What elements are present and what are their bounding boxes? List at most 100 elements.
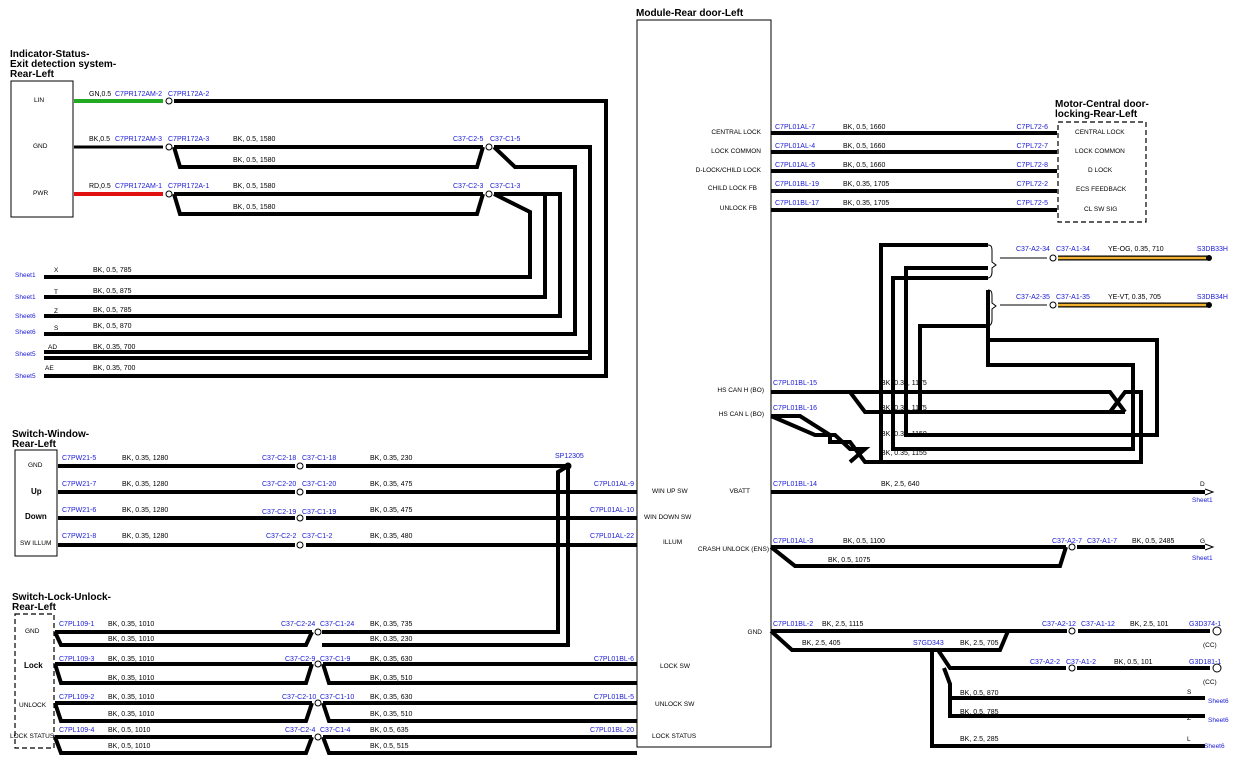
gnd-ref-sheet-0[interactable]: Sheet6	[1208, 698, 1229, 705]
gnd-con-1: C7PR172AM-3	[115, 136, 162, 143]
can-ext-w-1: YE-VT, 0.35, 705	[1108, 294, 1161, 301]
win-c1-2: C7PW21-6	[62, 507, 96, 514]
lock-c2-2: C37-C2-10	[282, 694, 316, 701]
can-h-con: C7PL01BL-15	[773, 380, 817, 387]
module-pin-lock-status: LOCK STATUS	[652, 733, 697, 740]
vbatt-tag: D	[1200, 481, 1205, 488]
sheet-ref-ae[interactable]: Sheet5	[15, 373, 36, 380]
sheet-ref-t[interactable]: Sheet1	[15, 294, 36, 301]
sheet-ref-z[interactable]: Sheet6	[15, 313, 36, 320]
gnd-w4: BK, 2.5, 705	[960, 640, 999, 647]
sheet-wire-s: BK, 0.5, 870	[93, 323, 132, 330]
crash-tag: G	[1200, 538, 1205, 545]
win-w1-3: BK, 0.35, 1280	[122, 533, 168, 540]
motor-w-1: BK, 0.5, 1660	[843, 143, 886, 150]
sheet-ref-ad[interactable]: Sheet5	[15, 351, 36, 358]
module-pin-central-lock: CENTRAL LOCK	[711, 129, 761, 136]
module-pin-vbatt: VBATT	[730, 488, 750, 495]
switch-lock-title-1: Switch-Lock-Unlock-	[12, 592, 111, 603]
motor-box	[1057, 121, 1147, 223]
motor-c2-4: C7PL72-5	[1016, 200, 1048, 207]
pwr-con-4: C37-C1-3	[490, 183, 520, 190]
lock-w2-0: BK, 0.35, 735	[370, 621, 413, 628]
sheet-ref-x[interactable]: Sheet1	[15, 272, 36, 279]
gnd-ref-tag-1: Z	[1187, 715, 1191, 722]
vbatt-sheet[interactable]: Sheet1	[1192, 497, 1213, 504]
sheet-wire-z: BK, 0.5, 785	[93, 307, 132, 314]
win-c1-3: C7PW21-8	[62, 533, 96, 540]
crash-wiring	[769, 543, 1215, 568]
win-c4-2: C7PL01AL-10	[590, 507, 634, 514]
sl-pin-gnd: GND	[25, 628, 40, 635]
gnd-ref-sheet-2[interactable]: Sheet6	[1204, 743, 1225, 750]
motor-w-4: BK, 0.35, 1705	[843, 200, 889, 207]
win-c2-0: C37-C2-18	[262, 455, 296, 462]
indicator-pin-gnd: GND	[33, 143, 48, 150]
lock-c2-3: C37-C2-4	[285, 727, 315, 734]
gnd-wire-b	[172, 146, 485, 169]
motor-c2-2: C7PL72-8	[1016, 162, 1048, 169]
can-ext-c2-0: C37-A1-34	[1056, 246, 1090, 253]
indicator-title-2: Exit detection system-	[10, 59, 116, 70]
win-w2-1: BK, 0.35, 475	[370, 481, 413, 488]
pwr-w2: BK, 0.5, 1580	[233, 204, 276, 211]
sl-pin-lock: Lock	[24, 661, 43, 670]
indicator-pin-pwr: PWR	[33, 190, 48, 197]
motor-pin-cl-sw-sig: CL SW SIG	[1084, 206, 1117, 213]
win-w1-0: BK, 0.35, 1280	[122, 455, 168, 462]
win-c3-2: C37-C1-19	[302, 509, 336, 516]
win-c4-3: C7PL01AL-22	[590, 533, 634, 540]
lock-w1b-2: BK, 0.35, 1010	[108, 711, 154, 718]
gnd-g1: G3D374-1	[1189, 621, 1221, 628]
win-c3-1: C37-C1-20	[302, 481, 336, 488]
motor-pin-d-lock: D LOCK	[1088, 167, 1113, 174]
lock-w1-3: BK, 0.5, 1010	[108, 727, 151, 734]
win-c3-3: C37-C1-2	[302, 533, 332, 540]
gnd-ref-tag-0: S	[1187, 689, 1192, 696]
module-pin-win-up: WIN UP SW	[652, 488, 688, 495]
lock-w1b-3: BK, 0.5, 1010	[108, 743, 151, 750]
lock-c1-0: C7PL109-1	[59, 621, 95, 628]
module-pin-can-h: HS CAN H (BO)	[717, 387, 764, 394]
lock-w2b-1: BK, 0.35, 510	[370, 675, 413, 682]
motor-title-1: Motor-Central door-	[1055, 99, 1149, 110]
sheet-ref-s[interactable]: Sheet6	[15, 329, 36, 336]
motor-w-0: BK, 0.5, 1660	[843, 124, 886, 131]
gnd-w5: BK, 0.5, 101	[1114, 659, 1153, 666]
vbatt-wiring	[771, 488, 1215, 496]
vbatt-con: C7PL01BL-14	[773, 481, 817, 488]
crash-c2: C37-A2-7	[1052, 538, 1082, 545]
gnd-w3: BK, 2.5, 405	[802, 640, 841, 647]
gnd-ref-sheet-1[interactable]: Sheet6	[1208, 717, 1229, 724]
lock-c4-3: C7PL01BL-20	[590, 727, 634, 734]
lock-w1-0: BK, 0.35, 1010	[108, 621, 154, 628]
ground-symbol-1	[1212, 626, 1222, 636]
can-ext-w-0: YE-OG, 0.35, 710	[1108, 246, 1164, 253]
sheet-refs-left: Sheet1 X BK, 0.5, 785 Sheet1 T BK, 0.5, …	[15, 267, 136, 380]
indicator-title-1: Indicator-Status-	[10, 49, 89, 60]
motor-c1-0: C7PL01AL-7	[775, 124, 815, 131]
gnd-cc1: (CC)	[1203, 642, 1217, 649]
gnd-ref-w-0: BK, 0.5, 870	[960, 690, 999, 697]
sheet-wire-ae: BK, 0.35, 700	[93, 365, 136, 372]
lock-w1-2: BK, 0.35, 1010	[108, 694, 154, 701]
sheet-wire-t: BK, 0.5, 875	[93, 288, 132, 295]
gnd-con-5: C37-A1-2	[1066, 659, 1096, 666]
module-pin-dlock-child: D-LOCK/CHILD LOCK	[696, 167, 762, 174]
win-c2-2: C37-C2-19	[262, 509, 296, 516]
pwr-wire-t	[44, 192, 547, 299]
module-pin-lock-common: LOCK COMMON	[711, 148, 761, 155]
win-c2-1: C37-C2-20	[262, 481, 296, 488]
sheet-wire-x: BK, 0.5, 785	[93, 267, 132, 274]
can-ext-c2-1: C37-A1-35	[1056, 294, 1090, 301]
module-pin-lock-sw: LOCK SW	[660, 663, 691, 670]
motor-c2-1: C7PL72-7	[1016, 143, 1048, 150]
crash-sheet[interactable]: Sheet1	[1192, 555, 1213, 562]
pwr-wire-z	[44, 192, 562, 318]
sl-pin-unlock: UNLOCK	[19, 702, 47, 709]
motor-c1-3: C7PL01BL-19	[775, 181, 819, 188]
motor-w-2: BK, 0.5, 1660	[843, 162, 886, 169]
gnd-g2: G3D181-1	[1189, 659, 1221, 666]
module-pin-win-down: WIN DOWN SW	[644, 514, 692, 521]
